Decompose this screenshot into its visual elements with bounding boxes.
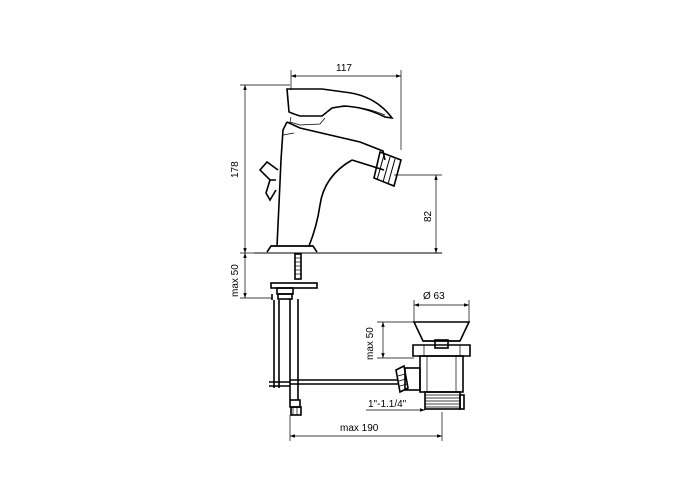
shank-and-fixings	[269, 253, 398, 416]
dimension-178: 178	[230, 84, 290, 254]
dimension-max50-waste-label: max 50	[365, 327, 376, 360]
dimension-178-label: 178	[230, 161, 241, 178]
dimension-82: 82	[394, 174, 442, 253]
dimension-117-label: 117	[336, 63, 352, 74]
faucet-body	[266, 121, 402, 253]
dimension-thread: 1"-1.1/4"	[366, 399, 425, 412]
dimension-max190-label: max 190	[340, 423, 379, 434]
popup-knob	[258, 160, 279, 202]
dimension-117: 117	[290, 63, 402, 150]
dimension-max50-faucet: max 50	[230, 252, 272, 299]
spray-head	[373, 150, 402, 188]
dimension-max190: max 190	[289, 412, 443, 441]
dimension-max50-faucet-label: max 50	[230, 264, 241, 297]
dimension-thread-label: 1"-1.1/4"	[368, 399, 407, 410]
dimension-diameter-63-label: Ø 63	[423, 291, 445, 302]
dimension-diameter-63: Ø 63	[413, 291, 470, 322]
dimension-max50-waste: max 50	[365, 321, 414, 360]
waste-assembly	[395, 321, 471, 410]
dimension-82-label: 82	[423, 210, 434, 222]
lever-handle	[286, 88, 394, 126]
